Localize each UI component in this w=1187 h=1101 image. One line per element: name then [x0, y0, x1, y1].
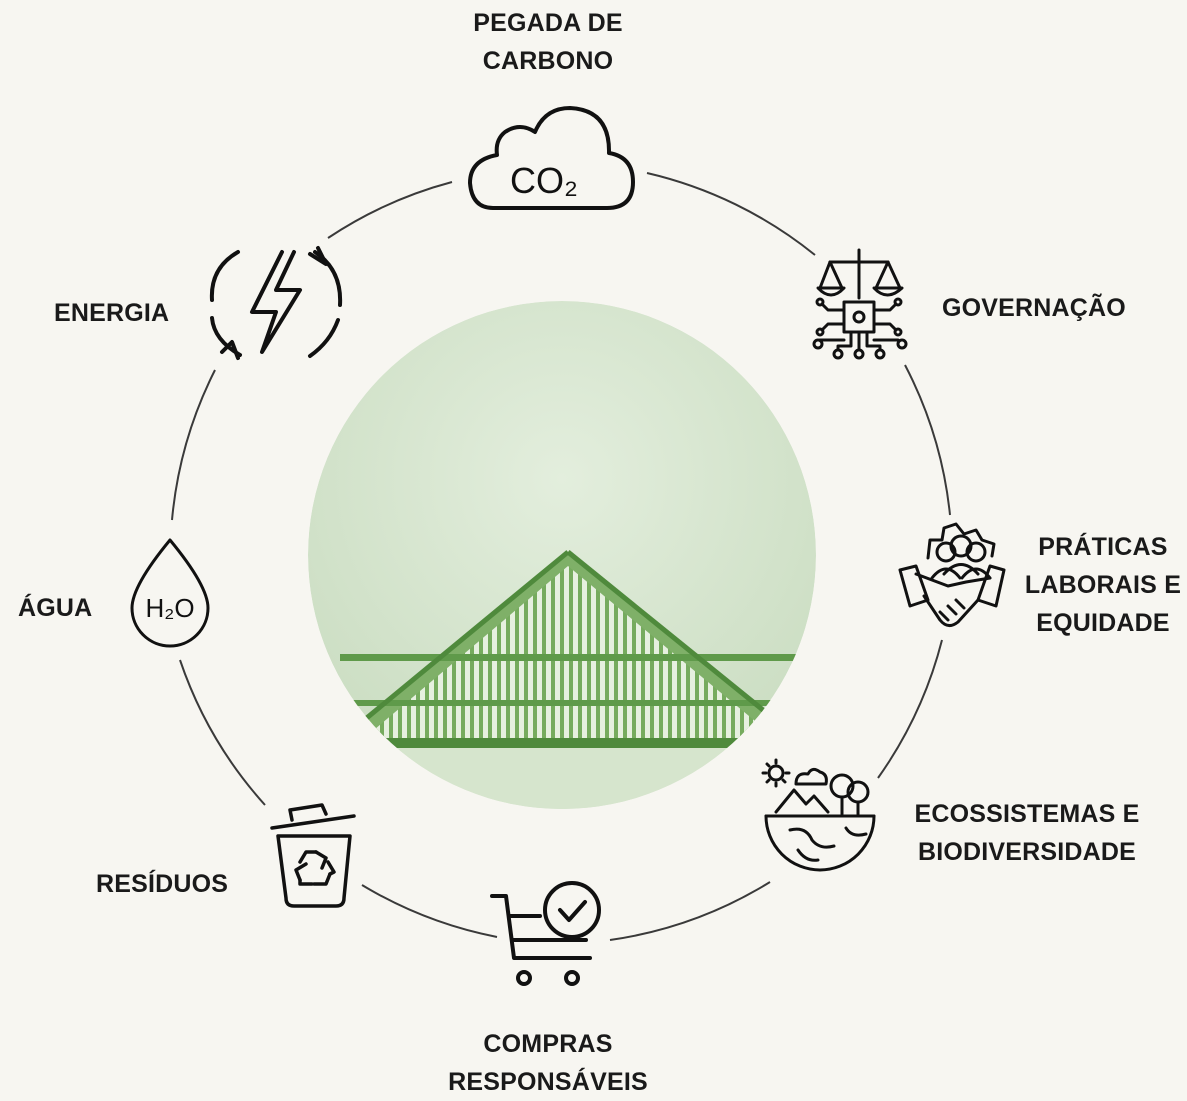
label-energy: ENERGIA: [54, 294, 169, 332]
label-purchases: COMPRAS RESPONSÁVEIS: [432, 1025, 664, 1101]
label-line: CARBONO: [482, 47, 614, 75]
handshake-people-icon: [898, 522, 1006, 627]
label-line: GOVERNAÇÃO: [942, 294, 1126, 322]
ring-arc-carbon-governance: [646, 172, 816, 256]
label-line: RESÍDUOS: [96, 870, 229, 898]
label-governance: GOVERNAÇÃO: [942, 289, 1126, 327]
label-line: BIODIVERSIDADE: [917, 838, 1137, 866]
cloud-co2-icon: CO₂: [468, 106, 635, 210]
water-drop-h2o-icon: H₂O: [130, 538, 210, 648]
ring-arc-energy-carbon: [327, 181, 453, 239]
earth-nature-icon: [761, 758, 876, 872]
ring-arc-water-energy: [171, 369, 216, 521]
ring-arc-governance-labor: [904, 364, 951, 516]
label-line: ÁGUA: [18, 594, 93, 622]
cart-check-icon: [490, 881, 601, 986]
label-water: ÁGUA: [18, 589, 92, 627]
scales-circuit-icon: [812, 248, 908, 360]
label-line: PEGADA DE: [473, 9, 623, 37]
energy-cycle-icon: [209, 246, 343, 360]
ring: [171, 172, 951, 941]
label-line: ENERGIA: [54, 299, 170, 327]
center-building-image: [308, 301, 816, 809]
svg-text:H₂O: H₂O: [145, 593, 194, 623]
ring-arc-waste-water: [179, 659, 266, 806]
label-carbon: PEGADA DE CARBONO: [460, 4, 636, 80]
label-line: ECOSSISTEMAS E: [914, 800, 1140, 828]
recycle-bin-icon: [270, 803, 356, 908]
label-line: COMPRAS: [483, 1030, 613, 1058]
svg-text:CO₂: CO₂: [510, 160, 578, 201]
ring-arc-ecosystems-purchases: [609, 881, 771, 941]
label-labor: PRÁTICAS LABORAIS E EQUIDADE: [1020, 528, 1186, 642]
label-line: EQUIDADE: [1036, 609, 1170, 637]
label-ecosystems: ECOSSISTEMAS E BIODIVERSIDADE: [906, 795, 1148, 871]
label-waste: RESÍDUOS: [96, 865, 228, 903]
label-line: RESPONSÁVEIS: [448, 1068, 648, 1096]
ring-arc-labor-ecosystems: [877, 639, 943, 779]
label-line: PRÁTICAS: [1038, 533, 1168, 561]
label-line: LABORAIS E: [1024, 571, 1182, 599]
ring-arc-purchases-waste: [361, 884, 498, 938]
